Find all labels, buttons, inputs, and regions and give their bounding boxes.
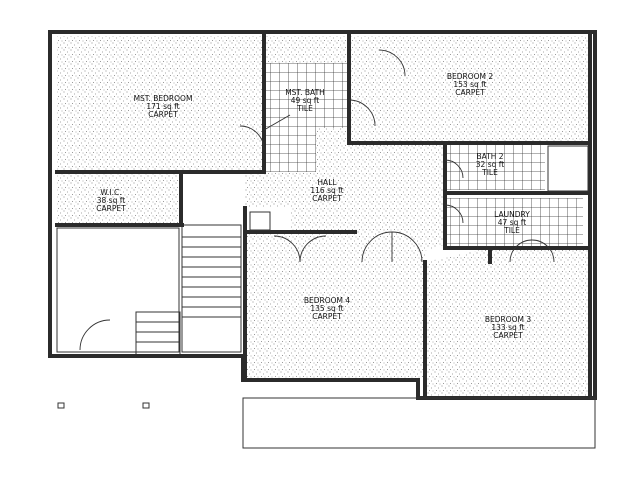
mst-bedroom-name: MST. BEDROOM xyxy=(134,94,193,103)
staircase xyxy=(135,224,242,357)
mst-bath-area: 49 sq ft xyxy=(291,96,319,105)
laundry-floor-type: TILE xyxy=(503,226,520,235)
bath2-tile xyxy=(445,143,545,190)
bath2-name: BATH 2 xyxy=(476,152,503,161)
wic-floor-type: CARPET xyxy=(96,204,126,213)
bedroom2-name: BEDROOM 2 xyxy=(447,72,494,81)
wic-name: W.I.C. xyxy=(100,188,121,197)
door-swings xyxy=(79,49,555,351)
bedroom4-floor-type: CARPET xyxy=(312,312,342,321)
mst-bedroom-floor xyxy=(57,36,264,172)
bedroom3-name: BEDROOM 3 xyxy=(485,315,532,324)
mst-bedroom-area: 171 sq ft xyxy=(146,102,179,111)
bath2-floor-type: TILE xyxy=(481,168,498,177)
wic-area: 38 sq ft xyxy=(97,196,125,205)
bedroom4-area: 135 sq ft xyxy=(310,304,343,313)
bedroom2-area: 153 sq ft xyxy=(453,80,486,89)
mst-bath-floor-type: TILE xyxy=(296,104,313,113)
laundry-area: 47 sq ft xyxy=(498,218,526,227)
bedroom3-area: 133 sq ft xyxy=(491,323,524,332)
bedroom3-floor xyxy=(425,248,590,396)
bedroom2-floor xyxy=(349,36,590,143)
wic-floor xyxy=(57,172,181,225)
outline-thin xyxy=(56,145,596,449)
bath2-area: 32 sq ft xyxy=(476,160,504,169)
mst-bedroom-floor-type: CARPET xyxy=(148,110,178,119)
hall-area: 116 sq ft xyxy=(310,186,343,195)
hall-floor-type: CARPET xyxy=(312,194,342,203)
hall-name: HALL xyxy=(317,178,337,187)
bedroom3-floor-type: CARPET xyxy=(493,331,523,340)
bedroom4-name: BEDROOM 4 xyxy=(304,296,351,305)
laundry-name: LAUNDRY xyxy=(494,210,530,219)
mst-bath-name: MST. BATH xyxy=(285,88,325,97)
floor-fills xyxy=(57,36,590,396)
mst-bath-tile-lower xyxy=(264,128,316,172)
mst-bath-tile xyxy=(264,63,349,128)
bedroom4-floor xyxy=(245,232,425,378)
walls xyxy=(48,30,597,400)
bedroom2-floor-type: CARPET xyxy=(455,88,485,97)
laundry-tile xyxy=(445,198,583,248)
room-labels: MST. BEDROOM 171 sq ft CARPET MST. BATH … xyxy=(96,72,531,340)
